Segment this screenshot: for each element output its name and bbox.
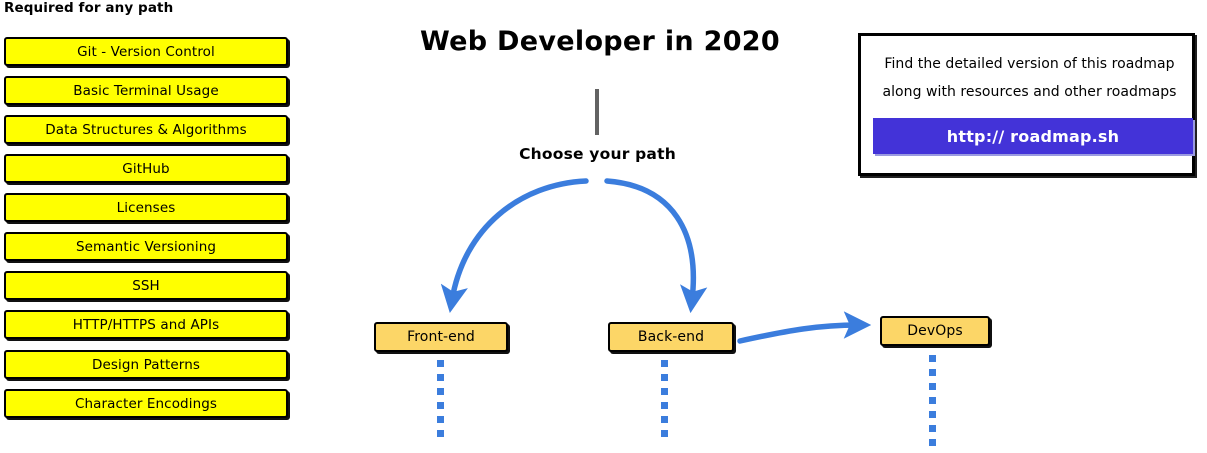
info-card: Find the detailed version of this roadma…	[858, 33, 1195, 176]
path-box-back-end[interactable]: Back-end	[608, 322, 734, 352]
required-item-character-encodings[interactable]: Character Encodings	[4, 389, 288, 418]
choose-your-path-label: Choose your path	[519, 145, 676, 163]
arrow-to-backend	[604, 178, 708, 314]
required-item-basic-terminal-usage[interactable]: Basic Terminal Usage	[4, 76, 288, 105]
dotted-line-front-end	[437, 360, 444, 444]
page-title: Web Developer in 2020	[420, 26, 780, 57]
required-item-http-https-and-apis[interactable]: HTTP/HTTPS and APIs	[4, 310, 288, 339]
required-section-heading: Required for any path	[4, 0, 174, 16]
path-box-devops[interactable]: DevOps	[880, 316, 990, 346]
title-stem-connector	[595, 89, 599, 135]
required-item-design-patterns[interactable]: Design Patterns	[4, 350, 288, 379]
required-item-github[interactable]: GitHub	[4, 154, 288, 183]
required-item-data-structures-algorithms[interactable]: Data Structures & Algorithms	[4, 115, 288, 144]
required-skills-section: Required for any path Git - Version Cont…	[0, 0, 300, 436]
roadmap-url-button[interactable]: http:// roadmap.sh	[873, 118, 1193, 154]
path-box-front-end[interactable]: Front-end	[374, 322, 508, 352]
dotted-line-back-end	[661, 360, 668, 444]
arrow-to-frontend	[440, 178, 589, 314]
required-item-licenses[interactable]: Licenses	[4, 193, 288, 222]
required-item-semantic-versioning[interactable]: Semantic Versioning	[4, 232, 288, 261]
dotted-line-devops	[929, 355, 936, 453]
info-card-line-1: Find the detailed version of this roadma…	[884, 56, 1175, 72]
info-card-line-2: along with resources and other roadmaps	[882, 84, 1177, 100]
required-item-git-version-control[interactable]: Git - Version Control	[4, 37, 288, 66]
required-item-ssh[interactable]: SSH	[4, 271, 288, 300]
arrow-backend-to-devops	[737, 311, 872, 344]
